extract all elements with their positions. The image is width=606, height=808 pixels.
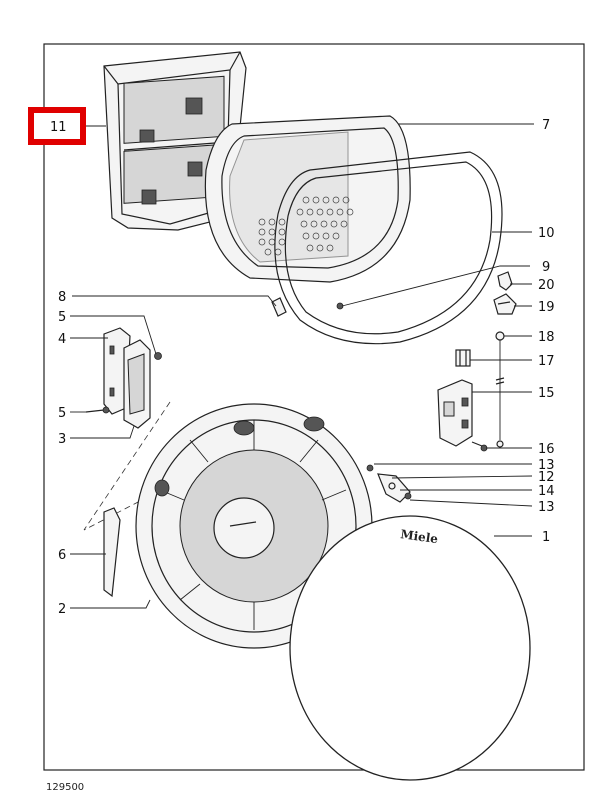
brand-logo: Miele [400, 527, 440, 546]
perforated-grid [258, 218, 286, 256]
part-10-door-seal[interactable] [274, 151, 503, 345]
callout-14[interactable]: 14 [538, 484, 555, 499]
part-19-hinge-catch[interactable] [493, 293, 517, 315]
callout-1[interactable]: 1 [542, 530, 550, 545]
callout-8[interactable]: 8 [58, 290, 66, 305]
callout-9[interactable]: 9 [542, 260, 550, 275]
leader-lines [70, 123, 534, 609]
callout-15[interactable]: 15 [538, 386, 555, 401]
part-5-screws[interactable] [85, 352, 162, 414]
part-7-door-inner-frame[interactable] [204, 115, 411, 283]
callout-11[interactable]: 11 [50, 120, 67, 135]
callout-18[interactable]: 18 [538, 330, 555, 345]
part-16-screw[interactable] [471, 441, 488, 452]
callout-17[interactable]: 17 [538, 354, 555, 369]
part-8-screw[interactable] [271, 297, 287, 317]
part-17-connector[interactable] [455, 349, 471, 367]
callout-2[interactable]: 2 [58, 602, 66, 617]
callout-13-upper[interactable]: 13 [538, 458, 555, 473]
part-3-hinge[interactable] [123, 339, 151, 429]
callout-12[interactable]: 12 [538, 470, 555, 485]
highlight-box-11 [28, 107, 86, 145]
assembly-guide-line [83, 401, 171, 531]
callout-16[interactable]: 16 [538, 442, 555, 457]
callout-10[interactable]: 10 [538, 226, 555, 241]
part-1-door-panel[interactable]: Miele [289, 515, 531, 781]
callout-6[interactable]: 6 [58, 548, 66, 563]
callout-5-upper[interactable]: 5 [58, 310, 66, 325]
callout-4[interactable]: 4 [58, 332, 66, 347]
callout-3[interactable]: 3 [58, 432, 66, 447]
document-code: 129500 [46, 782, 85, 793]
part-20-clip[interactable] [497, 271, 513, 291]
callout-20[interactable]: 20 [538, 278, 555, 293]
part-6-hinge-cover[interactable] [103, 507, 121, 598]
perforated-grid-2 [296, 196, 354, 252]
callout-5-lower[interactable]: 5 [58, 406, 66, 421]
callout-7[interactable]: 7 [542, 118, 550, 133]
part-15-door-lock[interactable] [437, 379, 473, 447]
part-12-14-hinge-bracket[interactable] [366, 464, 412, 503]
callout-13-lower[interactable]: 13 [538, 500, 555, 515]
diagram-border [43, 43, 585, 771]
callout-19[interactable]: 19 [538, 300, 555, 315]
part-18-rod[interactable] [495, 331, 505, 448]
